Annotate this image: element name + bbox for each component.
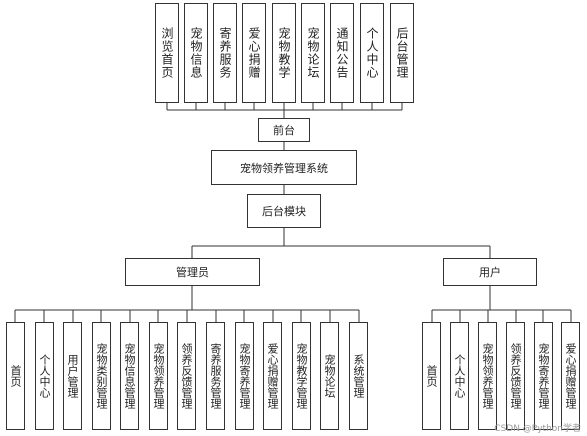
front-box: 前台 — [258, 118, 310, 142]
module-label: 后台管理 — [395, 27, 409, 79]
module-box-foster-service: 寄养服务 — [213, 3, 237, 103]
module-label: 寄养服务 — [218, 27, 232, 79]
admin-item-label: 用户管理 — [66, 354, 79, 398]
module-box-backend-admin: 后台管理 — [390, 3, 414, 103]
admin-item-label: 爱心捐赠管理 — [266, 343, 279, 409]
user-item-label: 首页 — [425, 365, 438, 387]
admin-box: 管理员 — [125, 258, 260, 286]
user-item-label: 宠物领养管理 — [481, 343, 494, 409]
admin-item-label: 首页 — [9, 365, 22, 387]
module-label: 宠物论坛 — [306, 27, 320, 79]
module-label: 宠物信息 — [189, 27, 203, 79]
watermark-text: CSDN @Python学者 — [494, 424, 581, 434]
admin-item-label: 系统管理 — [352, 354, 365, 398]
admin-item-system-management: 系统管理 — [349, 322, 368, 430]
module-box-pet-teaching: 宠物教学 — [272, 3, 296, 103]
front-label: 前台 — [273, 124, 295, 137]
module-box-pet-info: 宠物信息 — [184, 3, 208, 103]
admin-item-label: 宠物寄养管理 — [238, 343, 251, 409]
backend-label: 后台模块 — [262, 205, 306, 218]
module-box-personal-center: 个人中心 — [360, 3, 384, 103]
user-item-donation-management: 爱心捐赠管理 — [561, 322, 580, 430]
admin-item-home: 首页 — [6, 322, 25, 430]
admin-item-teaching-management: 宠物教学管理 — [292, 322, 311, 430]
admin-label: 管理员 — [176, 266, 209, 279]
user-item-label: 领养反馈管理 — [509, 343, 522, 409]
admin-item-label: 宠物论坛 — [323, 354, 336, 398]
user-item-label: 爱心捐赠管理 — [564, 343, 577, 409]
user-item-home: 首页 — [422, 322, 441, 430]
module-label: 个人中心 — [365, 27, 379, 79]
user-item-adoption-feedback-management: 领养反馈管理 — [506, 322, 525, 430]
admin-item-adoption-management: 宠物领养管理 — [149, 322, 168, 430]
admin-item-personal-center: 个人中心 — [35, 322, 54, 430]
admin-item-label: 宠物类别管理 — [95, 343, 108, 409]
admin-item-pet-category-management: 宠物类别管理 — [92, 322, 111, 430]
module-box-pet-forum: 宠物论坛 — [301, 3, 325, 103]
system-label: 宠物领养管理系统 — [240, 161, 328, 175]
module-label: 浏览首页 — [160, 27, 174, 79]
module-box-notice: 通知公告 — [330, 3, 354, 103]
user-item-pet-foster-management: 宠物寄养管理 — [534, 322, 553, 430]
user-box: 用户 — [443, 258, 537, 286]
admin-item-label: 领养反馈管理 — [180, 343, 193, 409]
admin-item-user-management: 用户管理 — [63, 322, 82, 430]
admin-item-label: 宠物信息管理 — [123, 343, 136, 409]
user-item-label: 宠物寄养管理 — [537, 343, 550, 409]
module-box-browse-home: 浏览首页 — [155, 3, 179, 103]
admin-item-label: 寄养服务管理 — [209, 343, 222, 409]
admin-item-adoption-feedback-management: 领养反馈管理 — [177, 322, 196, 430]
user-item-adoption-management: 宠物领养管理 — [478, 322, 497, 430]
system-box: 宠物领养管理系统 — [211, 150, 357, 185]
module-label: 通知公告 — [335, 27, 349, 79]
admin-item-label: 宠物教学管理 — [295, 343, 308, 409]
admin-item-pet-foster-management: 宠物寄养管理 — [235, 322, 254, 430]
backend-box: 后台模块 — [247, 194, 321, 228]
admin-item-label: 个人中心 — [38, 354, 51, 398]
admin-item-foster-service-management: 寄养服务管理 — [206, 322, 225, 430]
admin-item-label: 宠物领养管理 — [152, 343, 165, 409]
user-label: 用户 — [479, 266, 501, 279]
module-label: 爱心捐赠 — [247, 27, 261, 79]
user-item-personal-center: 个人中心 — [450, 322, 469, 430]
admin-item-pet-forum: 宠物论坛 — [320, 322, 339, 430]
module-box-donation: 爱心捐赠 — [242, 3, 266, 103]
admin-item-pet-info-management: 宠物信息管理 — [120, 322, 139, 430]
user-item-label: 个人中心 — [453, 354, 466, 398]
admin-item-donation-management: 爱心捐赠管理 — [263, 322, 282, 430]
module-label: 宠物教学 — [277, 27, 291, 79]
